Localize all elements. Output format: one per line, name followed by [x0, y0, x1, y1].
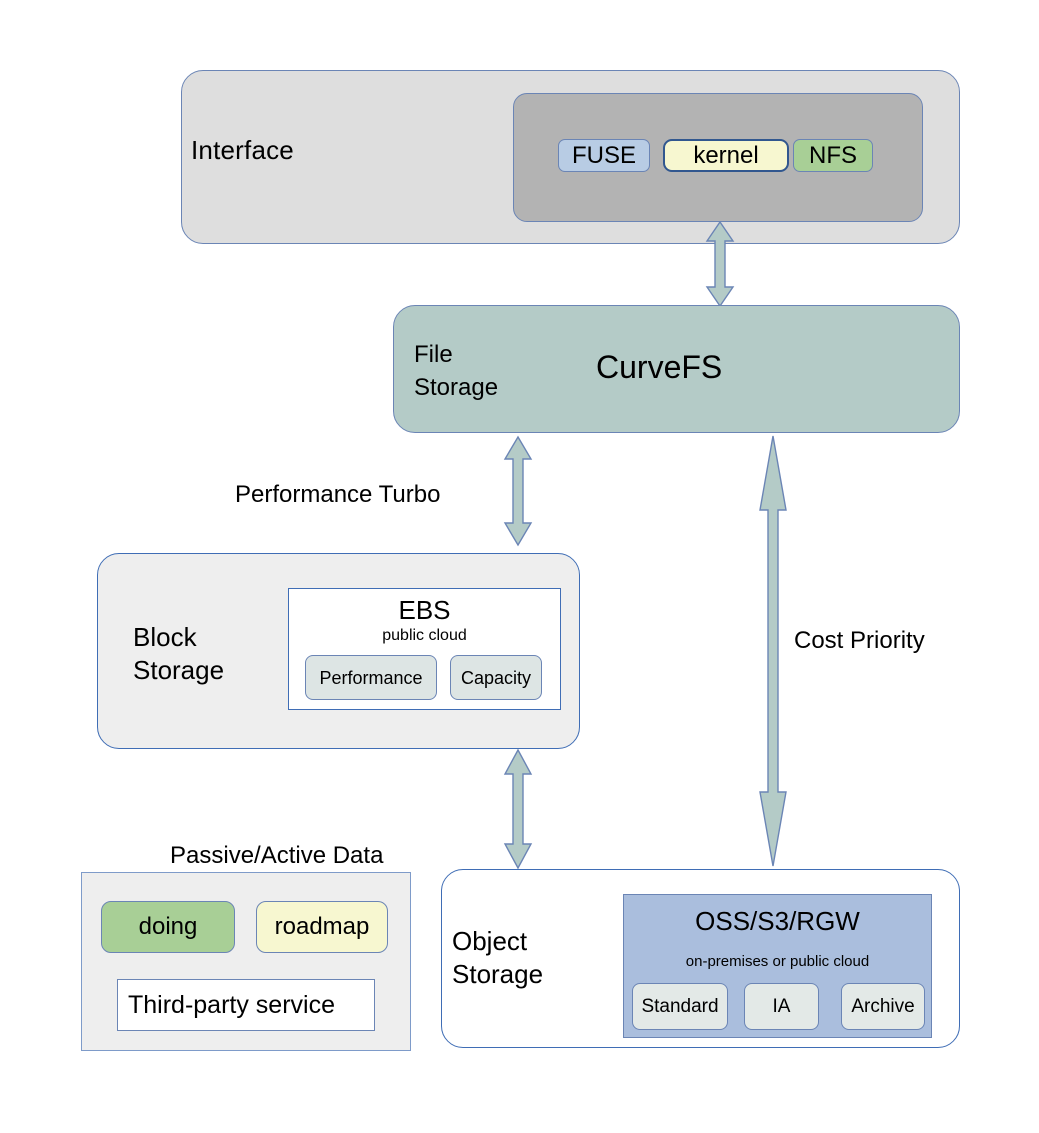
interface-chip-nfs[interactable]: NFS — [793, 139, 873, 172]
oss-subtitle: on-premises or public cloud — [685, 953, 870, 970]
interface-chip-kernel[interactable]: kernel — [663, 139, 789, 172]
oss-tier-standard[interactable]: Standard — [632, 983, 728, 1030]
ebs-tier-performance-label: Performance — [319, 667, 423, 688]
connector-cost-priority-arrow — [759, 435, 787, 867]
curvefs-category-label: File Storage — [414, 338, 498, 404]
oss-tier-archive-label: Archive — [851, 996, 915, 1017]
interface-layer-label: Interface — [191, 135, 294, 165]
curvefs-category-line1: File — [414, 341, 453, 368]
oss-tier-ia-label: IA — [772, 996, 791, 1017]
ebs-title: EBS — [398, 595, 451, 625]
connector-data-lifecycle-label-line1: Passive/Active Data — [170, 842, 384, 869]
block-storage-category-line2: Storage — [133, 655, 225, 685]
interface-chip-kernel-label: kernel — [693, 141, 759, 169]
object-storage-category-line1: Object — [452, 926, 528, 956]
legend-item-roadmap: roadmap — [256, 901, 388, 953]
object-storage-category-label: Object Storage — [452, 925, 543, 991]
legend-item-doing-label: doing — [138, 913, 198, 940]
curvefs-box — [393, 305, 960, 433]
legend-item-third-party-service: Third-party service — [117, 979, 375, 1031]
legend-item-roadmap-label: roadmap — [274, 913, 370, 940]
legend-item-third-party-service-label: Third-party service — [128, 991, 335, 1019]
connector-performance-turbo-label: Performance Turbo — [235, 481, 441, 508]
block-storage-category-label: Block Storage — [133, 621, 224, 687]
oss-tier-archive[interactable]: Archive — [841, 983, 925, 1030]
ebs-subtitle: public cloud — [382, 627, 467, 644]
ebs-tier-capacity-label: Capacity — [460, 667, 532, 688]
block-storage-category-line1: Block — [133, 622, 197, 652]
legend-item-doing: doing — [101, 901, 235, 953]
ebs-tier-capacity[interactable]: Capacity — [450, 655, 542, 700]
object-storage-category-line2: Storage — [452, 959, 544, 989]
connector-cost-priority-label: Cost Priority — [794, 627, 925, 654]
connector-performance-turbo-arrow — [503, 435, 533, 547]
curvefs-category-line2: Storage — [414, 374, 499, 401]
interface-chip-nfs-label: NFS — [809, 141, 857, 169]
connector-interface-to-curvefs-arrow — [705, 220, 735, 308]
oss-title: OSS/S3/RGW — [695, 906, 860, 936]
oss-tier-standard-label: Standard — [641, 996, 719, 1017]
ebs-tier-performance[interactable]: Performance — [305, 655, 437, 700]
interface-chip-fuse[interactable]: FUSE — [558, 139, 650, 172]
curvefs-title: CurveFS — [596, 349, 723, 385]
oss-tier-ia[interactable]: IA — [744, 983, 819, 1030]
connector-data-lifecycle-arrow — [503, 748, 533, 870]
interface-chip-fuse-label: FUSE — [571, 141, 636, 169]
